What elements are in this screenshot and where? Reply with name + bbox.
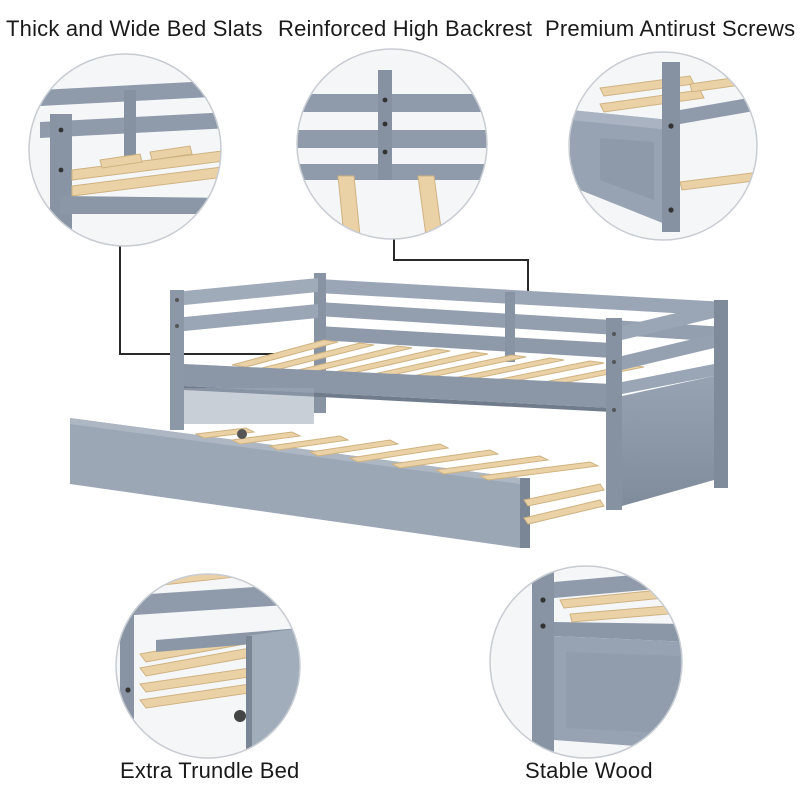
caption-thick-wide-slats: Thick and Wide Bed Slats (6, 16, 263, 41)
detail-bubble-backrest (296, 48, 488, 240)
leader-line-backrest (393, 238, 529, 294)
caption-stable-wood: Stable Wood (525, 758, 653, 783)
trundle-slats (194, 427, 605, 525)
daybed-front-rail (184, 364, 612, 424)
caption-antirust-screws: Premium Antirust Screws (545, 16, 796, 41)
detail-bubble-trundle (115, 573, 301, 759)
daybed-left-end (170, 278, 318, 430)
detail-bubble-screws (568, 51, 758, 241)
daybed-right-end (606, 300, 728, 510)
detail-bubble-slats (28, 53, 222, 247)
leader-line-slats (119, 218, 278, 355)
detail-bubble-stable-wood (489, 565, 683, 759)
caption-high-backrest: Reinforced High Backrest (278, 16, 533, 41)
trundle-bed (70, 418, 605, 548)
daybed-main (170, 273, 728, 510)
caption-trundle-bed: Extra Trundle Bed (120, 758, 300, 783)
